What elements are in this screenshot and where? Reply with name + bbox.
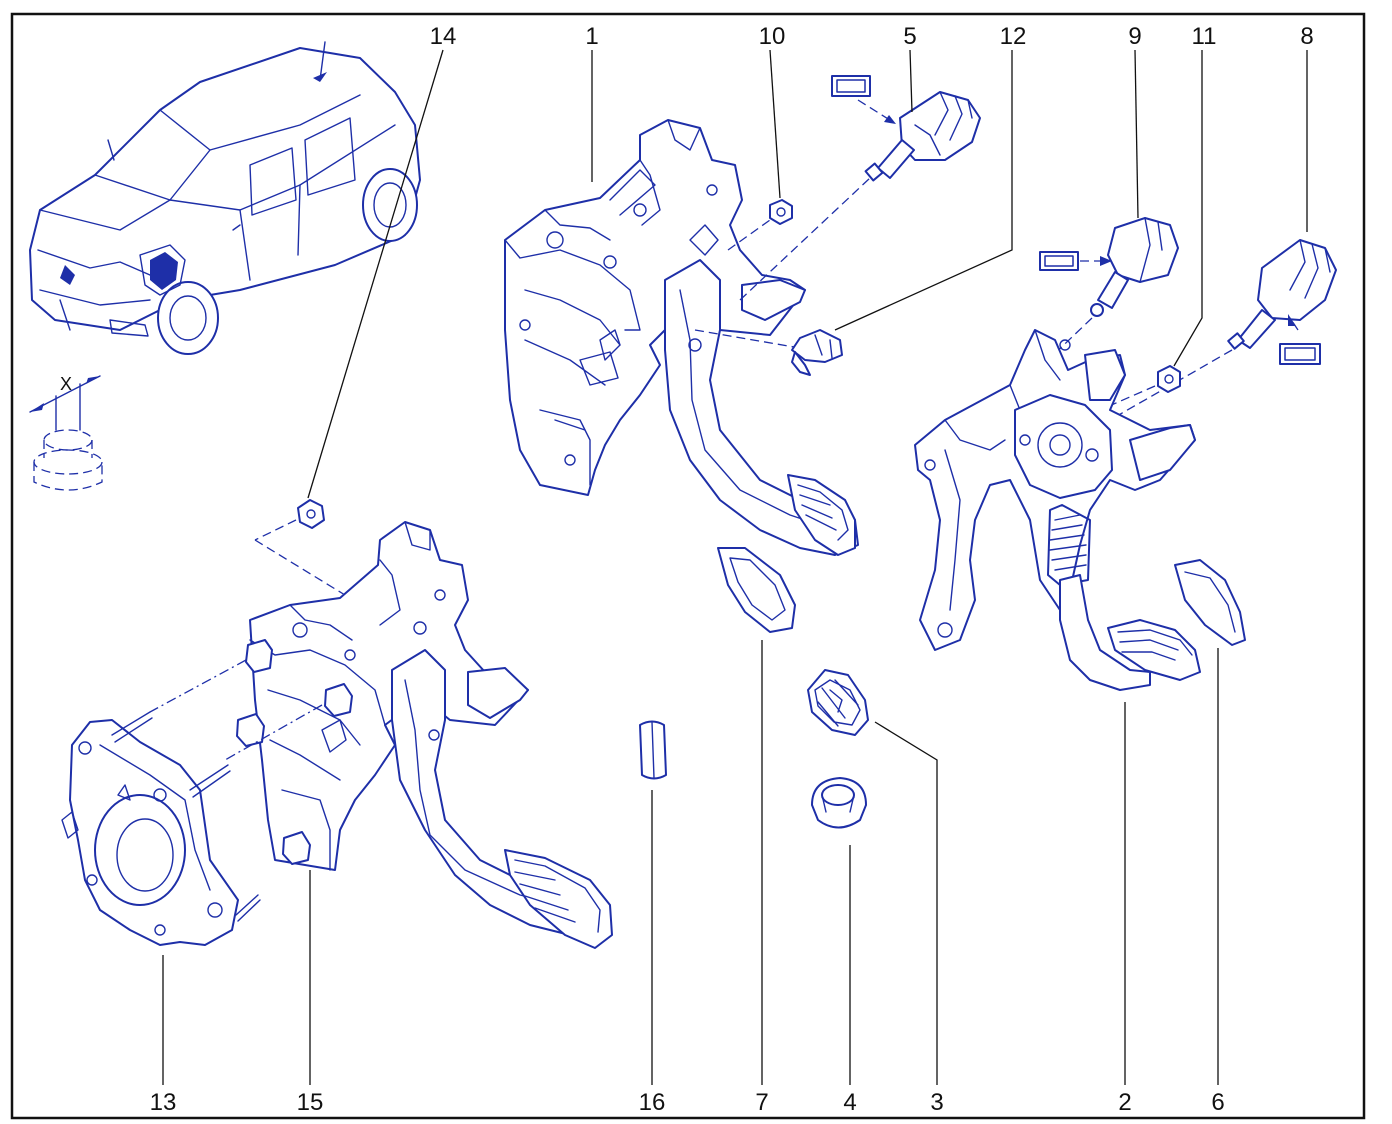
dimension-x-label: X — [60, 374, 72, 394]
assembly-line-5 — [739, 177, 871, 301]
assembly-line-10 — [727, 219, 771, 251]
part-11-nut — [1157, 365, 1181, 393]
callout-8: 8 — [1300, 23, 1313, 50]
assembly-line-12 — [694, 329, 801, 349]
part-16-sleeve — [639, 720, 667, 780]
callout-6: 6 — [1211, 1089, 1224, 1116]
part-14-nut — [297, 499, 325, 529]
part-9-clutch-switch — [1039, 217, 1179, 317]
callout-4: 4 — [843, 1089, 856, 1116]
callout-14: 14 — [430, 23, 457, 50]
callout-9: 9 — [1128, 23, 1141, 50]
callout-2: 2 — [1118, 1089, 1131, 1116]
callout-1: 1 — [585, 23, 598, 50]
diagram-border — [10, 12, 1366, 1120]
part-10-nut — [769, 199, 793, 225]
assembly-line-14a — [254, 519, 297, 541]
part-3-stop-bumper — [807, 669, 869, 736]
part-4-bushing — [811, 777, 867, 829]
dimension-x-inset: X — [29, 374, 103, 491]
callout-5: 5 — [903, 23, 916, 50]
callout-13: 13 — [150, 1089, 177, 1116]
callout-16: 16 — [639, 1089, 666, 1116]
assembly-line-14b — [254, 539, 346, 596]
part-7-pedal-pad — [717, 547, 796, 633]
part-13-mounting-plate — [61, 711, 261, 946]
callout-11: 11 — [1192, 23, 1217, 50]
assembly-line-13a — [149, 659, 247, 713]
callout-7: 7 — [755, 1089, 768, 1116]
assembly-line-13b — [224, 704, 323, 761]
part-15-pedal-assembly — [236, 521, 613, 949]
part-2-clutch-pedal-assembly — [914, 329, 1201, 691]
callout-leaders — [162, 49, 1308, 1085]
callout-3: 3 — [930, 1089, 943, 1116]
part-8-switch — [1227, 239, 1337, 365]
part-12-clip — [791, 329, 843, 376]
callout-10: 10 — [759, 23, 786, 50]
callout-15: 15 — [297, 1089, 324, 1116]
part-6-pedal-pad — [1174, 559, 1246, 646]
vehicle-location-illustration — [29, 41, 421, 355]
part-1-pedal-assembly — [504, 119, 859, 556]
callout-12: 12 — [1000, 23, 1027, 50]
part-5-stop-light-switch — [831, 75, 981, 182]
